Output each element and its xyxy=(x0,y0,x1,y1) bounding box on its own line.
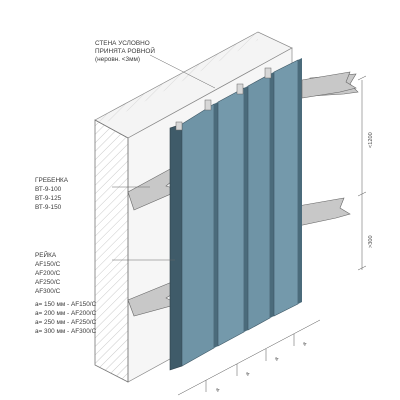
spacing-item-3: а= 250 мм - AF250/C xyxy=(35,319,97,326)
leader-lines xyxy=(112,54,216,261)
dimension-lower: >300 xyxy=(368,235,374,248)
bottom-dimensions xyxy=(177,319,321,396)
rail-panels xyxy=(169,58,302,371)
wall-side-top xyxy=(95,32,258,124)
module-a-4: a xyxy=(302,341,309,347)
panel-1-fold xyxy=(214,102,218,348)
panel-clip-2 xyxy=(236,83,244,95)
panel-4-edge xyxy=(298,58,302,304)
comb-title: ГРЕБЕНКА xyxy=(35,177,69,184)
panel-2 xyxy=(217,87,245,347)
comb-item-2: ВТ-9-125 xyxy=(35,195,62,202)
spacing-item-4: а= 300 мм - AF300/C xyxy=(35,328,97,335)
vertical-dimensions xyxy=(357,75,367,271)
rail-legend: РЕЙКА AF150/C AF200/C AF250/C AF300/C xyxy=(35,250,61,295)
rail-title: РЕЙКА xyxy=(35,250,57,259)
rail-item-1: AF150/C xyxy=(35,261,61,268)
wall-note-line-3: (неровн. <3мм) xyxy=(95,56,140,63)
panel-clip-1 xyxy=(204,99,212,111)
module-a-2: a xyxy=(245,371,252,377)
panel-clip-4 xyxy=(175,121,183,131)
panel-3 xyxy=(247,73,271,331)
comb-bracket-mid-right xyxy=(297,197,351,227)
panel-edge-left xyxy=(169,123,183,371)
module-a-3: a xyxy=(274,356,281,362)
comb-bracket-front-top xyxy=(301,71,357,99)
panel-3-fold xyxy=(270,72,274,318)
comb-item-3: ВТ-9-150 xyxy=(35,204,62,211)
panel-1 xyxy=(181,103,215,367)
rail-item-4: AF300/C xyxy=(35,288,61,295)
dimension-top: <1200 xyxy=(368,132,374,148)
panel-clip-3 xyxy=(264,67,272,79)
wall-note: СТЕНА УСЛОВНО ПРИНЯТА РОВНОЙ (неровн. <3… xyxy=(95,40,155,63)
rail-item-3: AF250/C xyxy=(35,279,61,286)
rail-item-2: AF200/C xyxy=(35,270,61,277)
comb-brackets-front xyxy=(301,71,357,99)
module-a-1: a xyxy=(215,387,222,393)
panel-2-fold xyxy=(244,86,248,332)
spacing-item-2: а= 200 мм - AF200/C xyxy=(35,310,97,317)
spacing-item-1: а= 150 мм - AF150/C xyxy=(35,301,97,308)
wall-note-line-2: ПРИНЯТА РОВНОЙ xyxy=(95,46,155,55)
wall-note-line-1: СТЕНА УСЛОВНО xyxy=(95,40,150,47)
panel-4 xyxy=(273,59,299,317)
comb-legend: ГРЕБЕНКА ВТ-9-100 ВТ-9-125 ВТ-9-150 xyxy=(35,177,69,211)
comb-item-1: ВТ-9-100 xyxy=(35,186,62,193)
wall-side-section xyxy=(94,119,129,383)
spacing-legend: а= 150 мм - AF150/C а= 200 мм - AF200/C … xyxy=(35,301,97,335)
